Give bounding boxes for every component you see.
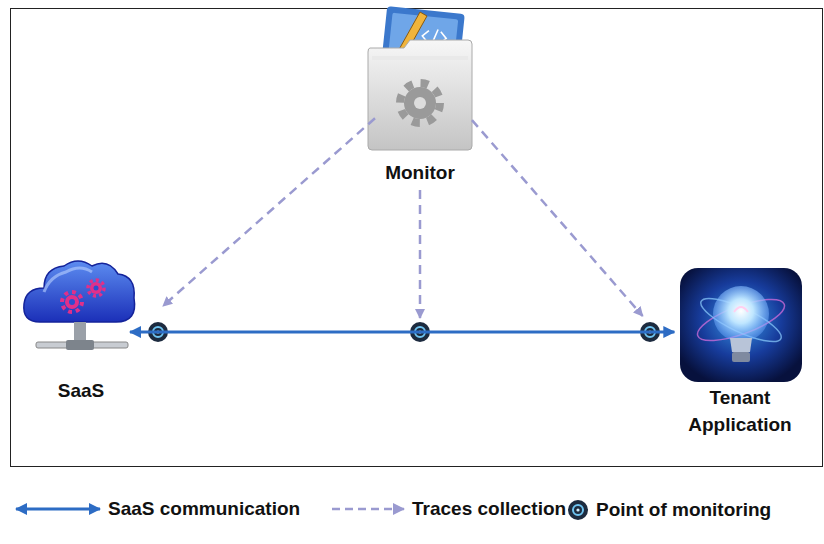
communication-arrow xyxy=(130,331,674,334)
node-label: Monitor xyxy=(385,159,455,186)
monitor-icon xyxy=(368,6,472,150)
legend-label: SaaS communication xyxy=(108,498,300,520)
legend-item: Point of monitoring xyxy=(566,498,771,522)
trace-arrow xyxy=(419,190,422,318)
communication-sample xyxy=(14,499,102,519)
frame xyxy=(11,9,823,467)
bulb-icon xyxy=(680,268,802,382)
legend-item: SaaS communication xyxy=(14,498,300,520)
legend-item: Traces collection xyxy=(330,498,566,520)
cloud-icon xyxy=(24,261,135,350)
tenant-node: Tenant Application xyxy=(668,262,812,442)
legend-label: Point of monitoring xyxy=(596,499,771,521)
trace-sample xyxy=(330,499,406,519)
legend-label: Traces collection xyxy=(412,498,566,520)
monitor-node: Monitor xyxy=(360,6,480,190)
node-label: SaaS xyxy=(58,377,104,404)
trace-arrow xyxy=(163,118,375,306)
monitoring-point-sample xyxy=(566,498,590,522)
trace-arrow xyxy=(472,120,643,316)
saas-node: SaaS xyxy=(22,252,140,408)
node-label: Tenant Application xyxy=(668,384,812,438)
